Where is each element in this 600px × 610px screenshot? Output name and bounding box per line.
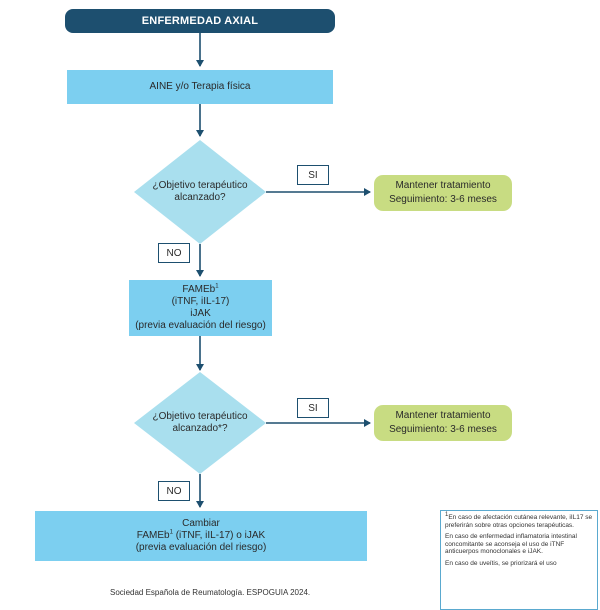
step3-famb: FAMEb (136, 530, 170, 541)
step2-line1: FAMEb1 (182, 284, 218, 296)
footnote-1-sup: 1 (445, 511, 449, 518)
step3-box: Cambiar FAMEb1 (iTNF, iIL-17) o iJAK (pr… (35, 511, 367, 561)
decision2-text: ¿Objetivo terapéutico alcanzado*? (134, 407, 266, 439)
outcome2-line2: Seguimiento: 3-6 meses (389, 424, 497, 435)
footnote-3: En caso de uveítis, se priorizará el uso (445, 559, 557, 567)
footer-citation: Sociedad Española de Reumatología. ESPOG… (110, 588, 311, 597)
yes1-text: SI (308, 169, 318, 181)
footnote-2: En caso de enfermedad inflamatoria intes… (445, 533, 577, 556)
decision2-diamond (134, 372, 266, 474)
footnotes-box: 1En caso de afectación cutánea relevante… (440, 510, 598, 610)
step3-line3: (previa evaluación del riesgo) (135, 542, 267, 553)
title-text: ENFERMEDAD AXIAL (141, 15, 259, 27)
step2-box: FAMEb1 (iTNF, iIL-17) iJAK (previa evalu… (129, 280, 272, 336)
yes2-label: SI (297, 398, 329, 418)
no2-text: NO (166, 485, 182, 497)
decision1-line2: alcanzado? (174, 192, 226, 203)
step2-line4: (previa evaluación del riesgo) (135, 320, 266, 331)
step2-line2: (iTNF, iIL-17) (171, 296, 230, 307)
no2-label: NO (158, 481, 190, 501)
step3-sup: 1 (169, 529, 173, 536)
yes2-text: SI (308, 402, 318, 414)
footnote-1-text: En caso de afectación cutánea relevante,… (445, 514, 593, 529)
decision1-line1: ¿Objetivo terapéutico (152, 180, 248, 191)
no1-label: NO (158, 243, 190, 263)
outcome1-line1: Mantener tratamiento (395, 180, 491, 191)
decision2-line1: ¿Objetivo terapéutico (152, 411, 248, 422)
step2-sup: 1 (215, 283, 219, 290)
decision1-diamond (134, 140, 266, 244)
outcome1-line2: Seguimiento: 3-6 meses (389, 194, 497, 205)
step1-text: AINE y/o Terapia física (149, 81, 251, 92)
step3-line1: Cambiar (182, 518, 220, 529)
decision1-text: ¿Objetivo terapéutico alcanzado? (134, 176, 266, 208)
title-box: ENFERMEDAD AXIAL (65, 9, 335, 33)
decision2-line2: alcanzado*? (172, 423, 228, 434)
step2-famb: FAMEb (182, 284, 216, 295)
step3-line2: FAMEb1 (iTNF, iIL-17) o iJAK (137, 530, 265, 542)
no1-text: NO (166, 247, 182, 259)
yes1-label: SI (297, 165, 329, 185)
footnote-1: 1En caso de afectación cutánea relevante… (445, 511, 593, 529)
outcome2-line1: Mantener tratamiento (395, 410, 491, 421)
step1-box: AINE y/o Terapia física (67, 70, 333, 104)
outcome2-box: Mantener tratamiento Seguimiento: 3-6 me… (374, 405, 512, 441)
outcome1-box: Mantener tratamiento Seguimiento: 3-6 me… (374, 175, 512, 211)
step3-line2-rest: (iTNF, iIL-17) o iJAK (172, 530, 266, 541)
step2-line3: iJAK (190, 308, 211, 319)
